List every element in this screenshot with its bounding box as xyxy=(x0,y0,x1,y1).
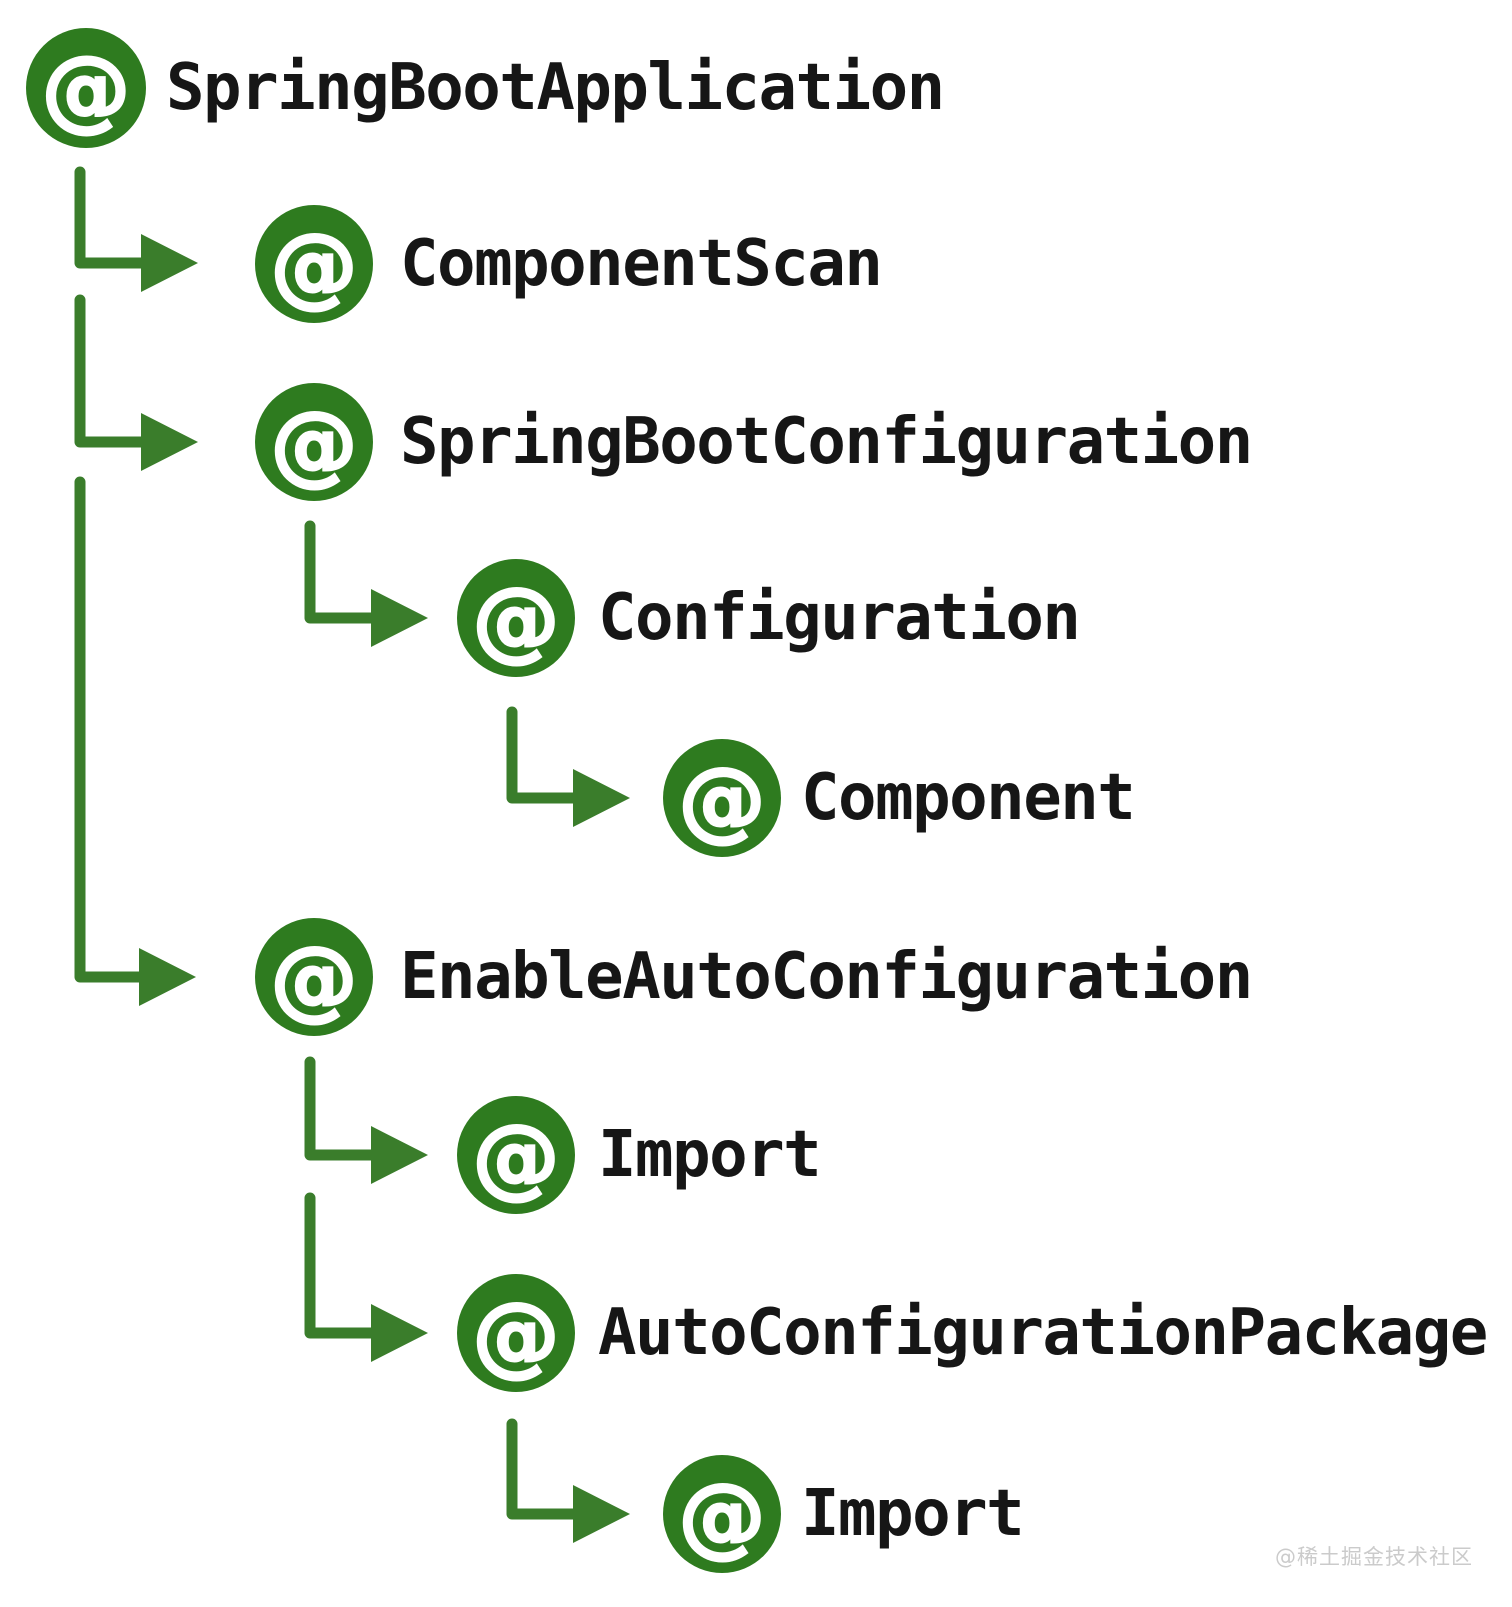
at-icon: @ xyxy=(26,28,146,148)
node-label: ComponentScan xyxy=(400,227,883,301)
node-label: AutoConfigurationPackage xyxy=(598,1296,1488,1370)
node-label: SpringBootApplication xyxy=(166,51,945,125)
arrowhead-import-1 xyxy=(371,1126,428,1184)
at-glyph: @ xyxy=(677,1464,767,1567)
at-icon: @ xyxy=(457,1274,575,1392)
at-glyph: @ xyxy=(269,214,359,317)
arrowhead-import-2 xyxy=(573,1485,630,1543)
arrowhead-enableautoconfiguration xyxy=(139,948,196,1006)
connector-root-to-componentscan xyxy=(74,166,152,269)
watermark: @稀土掘金技术社区 xyxy=(1275,1545,1473,1569)
connector-root-to-springbootconfiguration xyxy=(74,294,152,448)
node-label: Import xyxy=(801,1477,1025,1551)
connector-configuration-to-component xyxy=(506,706,582,804)
arrowhead-autoconfigurationpackage xyxy=(371,1304,428,1362)
connector-sbc-to-configuration xyxy=(304,520,380,624)
node-label: Component xyxy=(801,761,1136,835)
node-label: EnableAutoConfiguration xyxy=(400,940,1253,1014)
arrowhead-componentscan xyxy=(141,234,198,292)
at-icon: @ xyxy=(663,1455,781,1573)
at-glyph: @ xyxy=(269,392,359,495)
connector-eac-to-import xyxy=(304,1056,380,1161)
at-icon: @ xyxy=(457,1096,575,1214)
at-glyph: @ xyxy=(471,568,561,671)
at-icon: @ xyxy=(255,383,373,501)
at-icon: @ xyxy=(255,918,373,1036)
arrowhead-springbootconfiguration xyxy=(141,413,198,471)
at-glyph: @ xyxy=(677,748,767,851)
at-glyph: @ xyxy=(471,1283,561,1386)
connector-root-to-enableautoconfiguration xyxy=(74,476,150,983)
connector-acp-to-import xyxy=(506,1418,582,1520)
arrowhead-configuration xyxy=(371,589,428,647)
at-icon: @ xyxy=(457,559,575,677)
node-label: SpringBootConfiguration xyxy=(400,405,1253,479)
at-glyph: @ xyxy=(40,37,132,142)
node-label: Configuration xyxy=(598,581,1081,655)
at-icon: @ xyxy=(255,205,373,323)
at-glyph: @ xyxy=(471,1105,561,1208)
node-label: Import xyxy=(598,1118,822,1192)
arrowhead-component xyxy=(573,769,630,827)
at-glyph: @ xyxy=(269,927,359,1030)
connector-eac-to-autoconfigurationpackage xyxy=(304,1192,380,1339)
at-icon: @ xyxy=(663,739,781,857)
